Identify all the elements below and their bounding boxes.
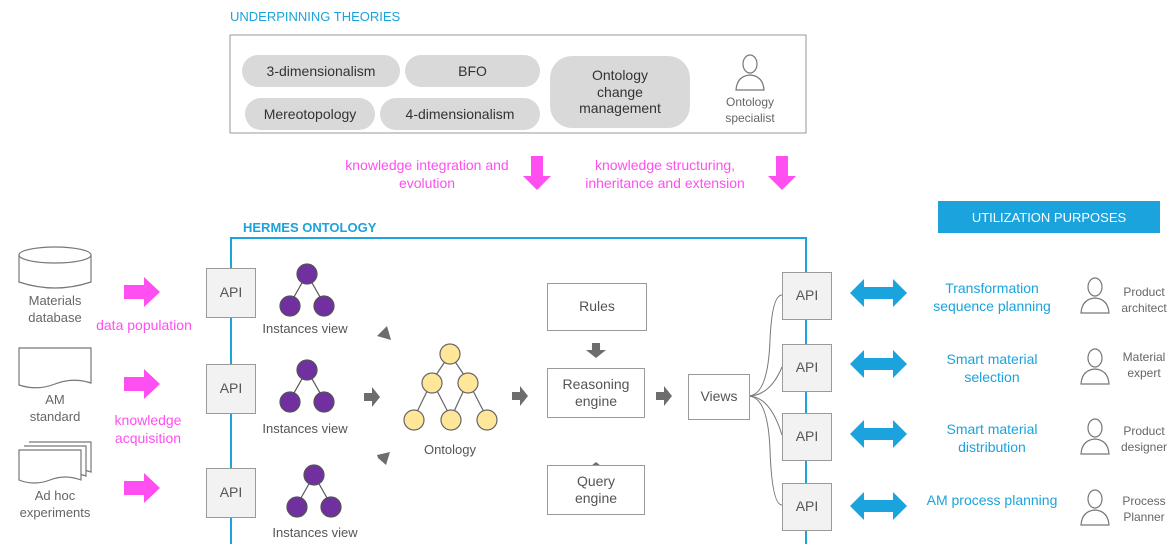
role-person-icons [1080,277,1110,526]
reasoning-engine-box[interactable]: Reasoning engine [547,368,645,418]
role-process-planner: Process Planner [1122,494,1166,524]
role-material-expert: Material expert [1122,350,1166,380]
instances-view-label-2: Instances view [262,421,348,436]
instances-view-label-3: Instances view [272,525,358,540]
pill-4-dimensionalism: 4-dimensionalism [380,98,540,130]
api-box-right-1[interactable]: API [782,272,832,320]
theories-header: UNDERPINNING THEORIES [230,9,401,24]
ontology-label: Ontology [423,442,477,457]
multi-document-icon [18,441,92,484]
gray-arrow-rules-down [586,343,606,358]
api-box-left-1[interactable]: API [206,268,256,318]
pill-ontology-change-management: Ontology change management [550,56,690,128]
role-product-designer: Product designer [1120,424,1168,454]
instances-view-label-1: Instances view [262,321,348,336]
instances-tree-1 [279,263,335,317]
gray-arrow-ont-1 [377,326,391,340]
rules-box[interactable]: Rules [547,283,647,331]
source-ad-hoc-experiments: Ad hoc experiments [19,488,91,520]
instances-tree-3 [286,464,342,518]
api-box-right-3[interactable]: API [782,413,832,461]
pink-right-arrow-2 [124,369,160,399]
api-box-right-2[interactable]: API [782,344,832,392]
purpose-material-selection: Smart material selection [946,351,1038,386]
ontology-header: HERMES ONTOLOGY [243,220,377,235]
document-icon [18,347,92,389]
theories-frame [229,34,807,134]
source-am-standard: AM standard [29,392,81,424]
pill-bfo: BFO [405,55,540,87]
pill-mereotopology: Mereotopology [245,98,375,130]
blue-double-arrows [850,279,907,520]
ontology-tree [403,343,498,431]
pink-down-arrow-left [523,156,551,190]
knowledge-acquisition-label: knowledge acquisition [114,412,182,447]
api-box-left-3[interactable]: API [206,468,256,518]
gray-arrow-to-views [656,386,672,406]
gray-arrow-to-reasoning [512,386,528,406]
data-population-label: data population [96,317,192,333]
api-box-right-4[interactable]: API [782,483,832,531]
source-materials-database: Materials database [28,293,82,325]
pink-down-arrow-right [768,156,796,190]
utilization-header: UTILIZATION PURPOSES [938,201,1160,233]
instances-tree-2 [279,359,335,413]
views-connectors [747,294,783,506]
database-icon [18,246,92,289]
ontology-specialist-label: Ontology specialist [725,95,775,125]
gray-arrow-ont-3 [377,452,390,465]
ontology-specialist-person-icon [735,54,765,91]
flow-structuring-label: knowledge structuring, inheritance and e… [585,157,745,192]
purpose-transformation: Transformation sequence planning [933,280,1051,315]
pink-right-arrow-3 [124,473,160,503]
purpose-material-distribution: Smart material distribution [946,421,1038,456]
pill-3-dimensionalism: 3-dimensionalism [242,55,400,87]
views-box[interactable]: Views [688,374,750,420]
role-product-architect: Product architect [1121,285,1167,315]
api-box-left-2[interactable]: API [206,364,256,414]
flow-integration-label: knowledge integration and evolution [345,157,509,192]
gray-arrow-ont-2 [364,387,380,407]
query-engine-box[interactable]: Query engine [547,465,645,515]
purpose-am-process: AM process planning [926,492,1058,508]
pink-right-arrow-1 [124,277,160,307]
